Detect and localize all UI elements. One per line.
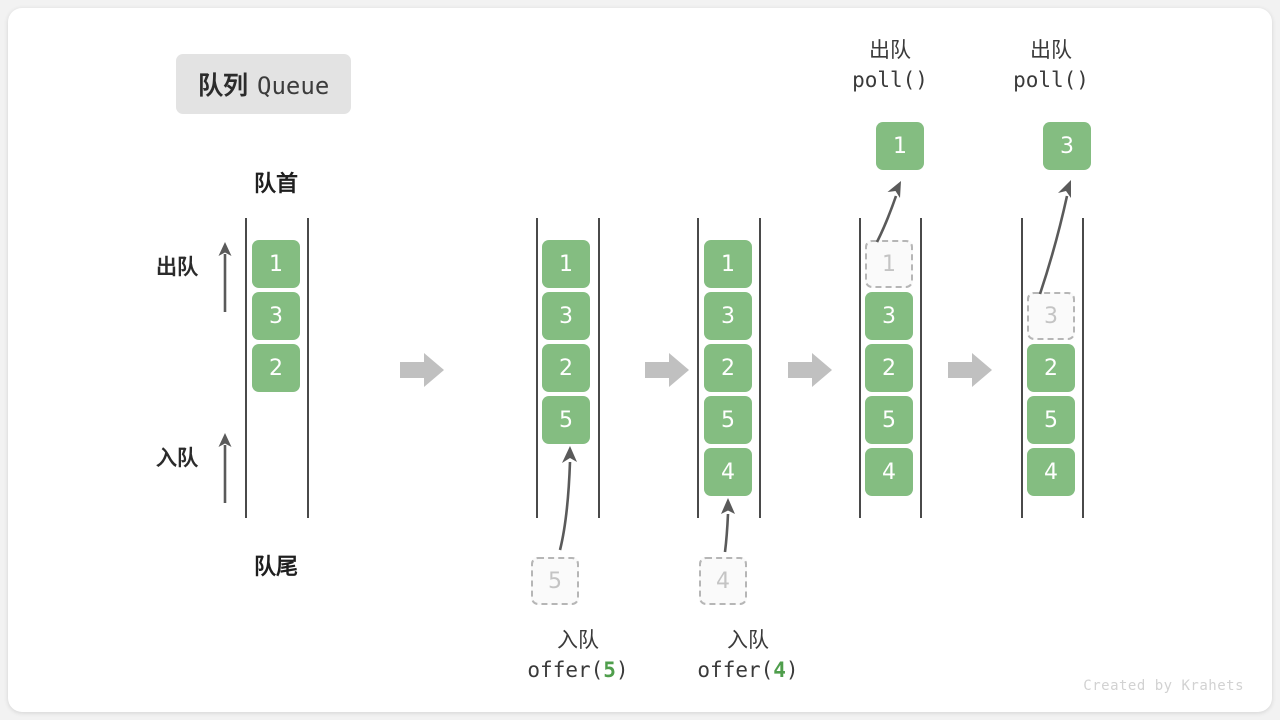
step-arrow-3 — [788, 353, 832, 387]
caption-offer4: 入队 offer(4) — [628, 626, 868, 686]
enqueue-direction-label: 入队 — [156, 446, 198, 470]
column-rail-left — [859, 218, 861, 518]
queue-cell[interactable]: 5 — [704, 396, 752, 444]
caption-offer5: 入队 offer(5) — [458, 626, 698, 686]
queue-cell[interactable]: 2 — [865, 344, 913, 392]
queue-cell[interactable]: 3 — [252, 292, 300, 340]
queue-cell[interactable]: 3 — [704, 292, 752, 340]
caption-poll-1: 出队 poll() — [770, 36, 1010, 96]
diagram-card: 队列 Queue 队首 队尾 出队 入队 1 3 2 1 3 2 5 5 入队 — [8, 8, 1272, 712]
queue-cell[interactable]: 2 — [1027, 344, 1075, 392]
queue-cell[interactable]: 5 — [865, 396, 913, 444]
queue-cell[interactable]: 3 — [865, 292, 913, 340]
dequeue-arrow-1 — [875, 181, 901, 243]
outgoing-element-3[interactable]: 3 — [1043, 122, 1091, 170]
queue-cell-removed[interactable]: 3 — [1027, 292, 1075, 340]
queue-cell[interactable]: 2 — [252, 344, 300, 392]
dequeue-arrow-3 — [1038, 180, 1071, 295]
column-rail-right — [759, 218, 761, 518]
incoming-element-4[interactable]: 4 — [699, 557, 747, 605]
column-rail-left — [697, 218, 699, 518]
caption-poll2-fn: poll() — [1013, 67, 1089, 92]
queue-cell[interactable]: 1 — [542, 240, 590, 288]
queue-tail-label: 队尾 — [253, 555, 298, 580]
caption-poll-2: 出队 poll() — [931, 36, 1171, 96]
queue-head-label: 队首 — [253, 172, 298, 197]
title-en: Queue — [257, 72, 330, 100]
step-arrow-1 — [400, 353, 444, 387]
caption-offer4-fn: offer(4) — [697, 657, 799, 682]
queue-cell[interactable]: 4 — [704, 448, 752, 496]
caption-offer5-cn: 入队 — [557, 628, 599, 652]
step-arrow-2 — [645, 353, 689, 387]
queue-column-after-poll1: 1 3 2 5 4 — [865, 240, 913, 496]
caption-offer4-cn: 入队 — [727, 628, 769, 652]
column-rail-right — [920, 218, 922, 518]
dequeue-direction-arrow — [218, 242, 232, 312]
queue-cell[interactable]: 1 — [252, 240, 300, 288]
incoming-element-5[interactable]: 5 — [531, 557, 579, 605]
queue-cell[interactable]: 3 — [542, 292, 590, 340]
column-rail-right — [307, 218, 309, 518]
caption-poll2-cn: 出队 — [1030, 38, 1072, 62]
queue-cell[interactable]: 5 — [542, 396, 590, 444]
queue-column-after-poll2: 3 2 5 4 — [1027, 240, 1075, 496]
queue-cell-removed[interactable]: 1 — [865, 240, 913, 288]
caption-offer5-fn: offer(5) — [527, 657, 629, 682]
title-cn: 队列 — [198, 71, 249, 100]
queue-cell[interactable]: 2 — [542, 344, 590, 392]
enqueue-direction-arrow — [218, 433, 232, 503]
footer-credit: Created by Krahets — [1083, 678, 1244, 694]
dequeue-direction-label: 出队 — [156, 255, 198, 279]
queue-column-after-offer5: 1 3 2 5 — [542, 240, 590, 444]
enqueue-arrow-4 — [721, 498, 735, 553]
column-rail-left — [1021, 218, 1023, 518]
queue-cell[interactable]: 4 — [1027, 448, 1075, 496]
queue-column-after-offer4: 1 3 2 5 4 — [704, 240, 752, 496]
column-rail-left — [536, 218, 538, 518]
step-arrow-4 — [948, 353, 992, 387]
column-rail-left — [245, 218, 247, 518]
queue-cell[interactable]: 2 — [704, 344, 752, 392]
queue-cell[interactable]: 4 — [865, 448, 913, 496]
column-rail-right — [598, 218, 600, 518]
queue-column-initial: 1 3 2 — [252, 240, 300, 392]
outgoing-element-1[interactable]: 1 — [876, 122, 924, 170]
enqueue-arrow-5 — [558, 446, 577, 551]
caption-poll1-fn: poll() — [852, 67, 928, 92]
title-badge: 队列 Queue — [176, 54, 352, 114]
caption-poll1-cn: 出队 — [869, 38, 911, 62]
column-rail-right — [1082, 218, 1084, 518]
queue-cell[interactable]: 5 — [1027, 396, 1075, 444]
queue-cell[interactable]: 1 — [704, 240, 752, 288]
